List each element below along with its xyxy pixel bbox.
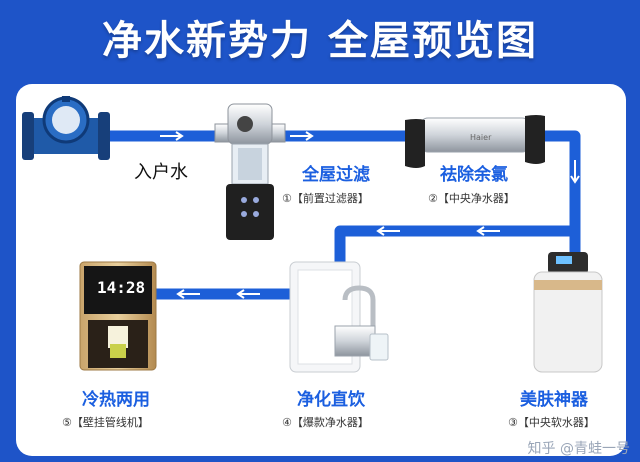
step-4-device: ④【爆款净水器】	[282, 416, 369, 429]
step-2-title: 祛除余氯	[440, 165, 508, 185]
arrow-left-icon	[176, 289, 200, 299]
water-meter-icon	[22, 96, 110, 160]
page-title: 净水新势力 全屋预览图	[102, 18, 538, 64]
prefilter-icon	[214, 103, 286, 240]
watermark: 知乎 @青蛙一号	[527, 441, 630, 457]
wall-dispenser-icon	[79, 261, 157, 371]
inlet-label: 入户水	[134, 162, 188, 183]
flow-arrows	[160, 131, 580, 299]
brand-mark: Haier	[470, 133, 492, 142]
arrow-down-icon	[570, 160, 580, 184]
step-2-device: ②【中央净水器】	[428, 192, 515, 205]
central-purifier-icon: Haier	[405, 115, 545, 168]
step-5-device: ⑤【壁挂管线机】	[62, 416, 149, 429]
step-4-title: 净化直饮	[297, 390, 365, 410]
step-5-title: 冷热两用	[82, 390, 150, 410]
ro-purifier-icon	[289, 261, 389, 373]
step-1-title: 全屋过滤	[302, 165, 370, 185]
step-3-device: ③【中央软水器】	[508, 416, 595, 429]
step-1-device: ①【前置过滤器】	[282, 192, 369, 205]
arrow-left-icon	[236, 289, 260, 299]
arrow-left-icon	[376, 226, 400, 236]
arrow-right-icon	[160, 131, 184, 141]
dispenser-display: 14:28	[97, 278, 146, 297]
softener-icon	[533, 252, 603, 373]
arrow-left-icon	[476, 226, 500, 236]
step-3-title: 美肤神器	[520, 390, 588, 410]
arrow-right-icon	[290, 131, 314, 141]
